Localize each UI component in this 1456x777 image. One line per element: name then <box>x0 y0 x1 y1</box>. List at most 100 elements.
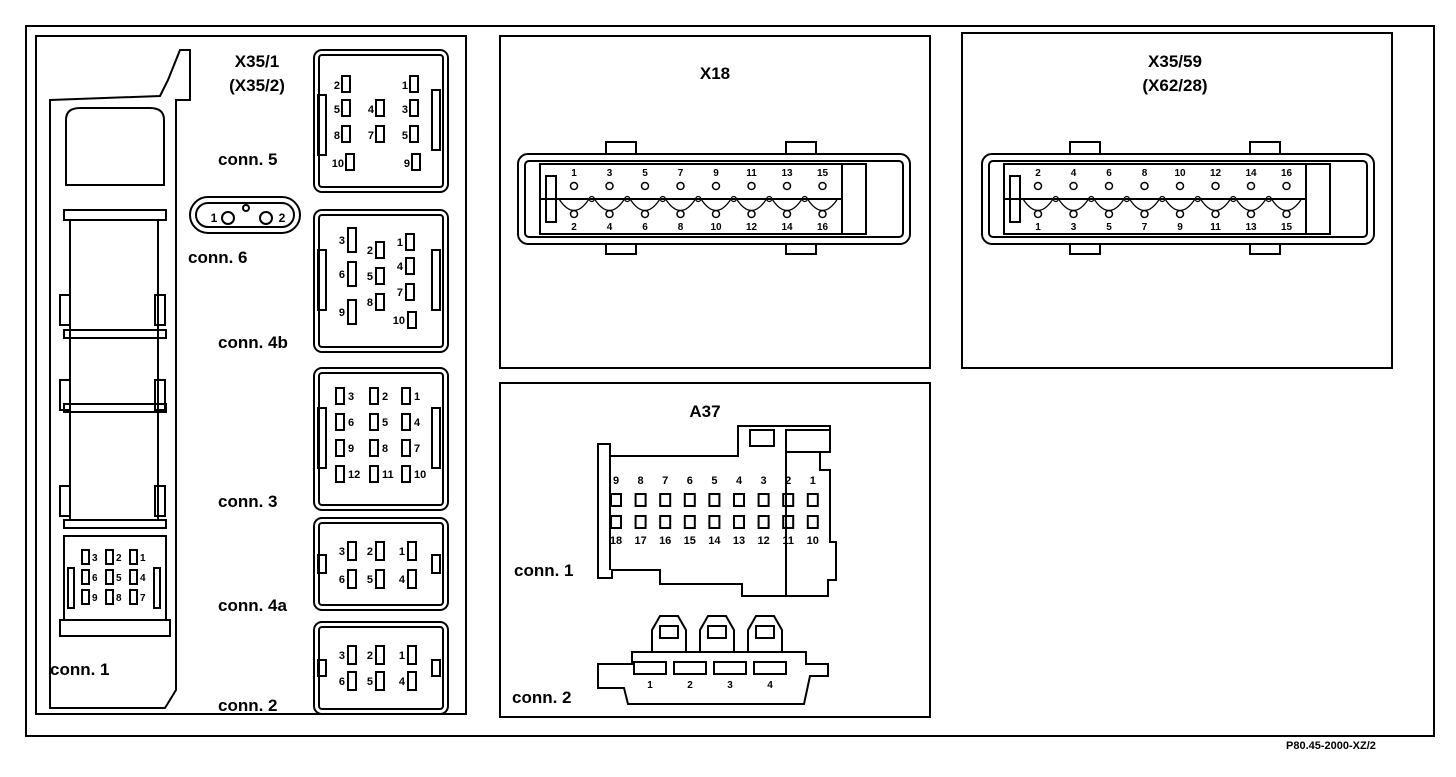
terminal-slot <box>755 625 775 639</box>
pin-slot <box>335 387 345 405</box>
keying-block <box>841 163 867 235</box>
pin-hole <box>1104 181 1114 191</box>
pin-slot <box>341 99 351 117</box>
pin-number: 12 <box>348 469 360 481</box>
pin-hole <box>242 204 250 212</box>
pin-slot <box>129 549 138 565</box>
pin-number: 8 <box>638 475 644 487</box>
pin-arc <box>1199 198 1232 212</box>
pin-number: 10 <box>393 315 405 327</box>
pin-number: 2 <box>367 650 373 662</box>
terminal-slot <box>659 625 679 639</box>
pin-number: 7 <box>662 475 668 487</box>
pin-number: 7 <box>678 168 684 179</box>
connector-housing <box>313 367 449 511</box>
pin-arc <box>1235 198 1267 212</box>
pin-number: 2 <box>1035 168 1041 179</box>
pin-arc <box>629 198 661 212</box>
pin-slot <box>105 549 114 565</box>
pin-number: 11 <box>746 168 757 179</box>
latch <box>1009 175 1021 223</box>
pin-slot <box>317 407 327 469</box>
pin-number: 8 <box>334 130 340 142</box>
locking-tab <box>1249 243 1281 255</box>
pin-slot <box>369 413 379 431</box>
pin-slot <box>401 387 411 405</box>
pin-slot <box>407 645 417 665</box>
pin-number: 18 <box>610 535 622 547</box>
pin-number: 7 <box>368 130 374 142</box>
locking-tab <box>605 243 637 255</box>
pin-number: 12 <box>757 535 769 547</box>
pin-slot <box>129 589 138 605</box>
connector-housing <box>597 425 837 597</box>
pin-slot <box>673 661 707 675</box>
pin-dot <box>1194 195 1201 203</box>
pin-slot <box>708 493 721 507</box>
pin-slot <box>407 541 417 561</box>
pin-dot <box>624 195 631 203</box>
locking-tab <box>1249 141 1281 155</box>
pin-slot <box>806 493 819 507</box>
pin-slot <box>347 299 357 325</box>
pin-slot <box>708 515 721 529</box>
pin-number: 1 <box>399 650 405 662</box>
pin-number: 5 <box>116 573 122 584</box>
pin-number: 8 <box>116 593 122 604</box>
pin-number: 7 <box>397 287 403 299</box>
pin-slot <box>375 241 385 259</box>
pin-number: 11 <box>782 535 794 547</box>
pin-number: 12 <box>1210 168 1222 179</box>
panel-x35-59 <box>961 32 1393 369</box>
pin-slot <box>683 515 696 529</box>
pin-hole <box>711 209 721 219</box>
pin-dot <box>659 195 666 203</box>
connector-housing <box>313 517 449 611</box>
pin-number: 17 <box>634 535 646 547</box>
pin-number: 1 <box>1035 222 1041 233</box>
x62-28-subtitle: (X62/28) <box>1142 76 1208 95</box>
latch <box>545 175 557 223</box>
panel-a37 <box>499 382 931 718</box>
pin-slot <box>431 89 441 151</box>
pin-slot <box>431 249 441 311</box>
terminal-tower <box>651 615 687 652</box>
pin-slot <box>375 671 385 691</box>
pin-number: 3 <box>339 650 345 662</box>
pin-slot <box>341 125 351 143</box>
pin-number: 10 <box>1174 168 1186 179</box>
pin-arc <box>1270 198 1303 212</box>
pin-hole <box>1246 209 1256 219</box>
pin-slot <box>81 569 90 585</box>
pin-number: 16 <box>817 222 829 233</box>
pin-slot <box>407 569 417 589</box>
connector-inner-wall <box>524 160 904 238</box>
pin-arc <box>558 198 590 212</box>
pin-number: 1 <box>399 546 405 558</box>
pin-slot <box>733 515 745 529</box>
pin-hole <box>747 209 756 219</box>
pin-dot <box>730 195 737 203</box>
pin-slot <box>347 671 357 691</box>
pin-arc <box>1057 198 1090 212</box>
pin-slot <box>105 569 114 585</box>
pin-hole <box>676 209 685 219</box>
pin-number: 3 <box>761 475 767 487</box>
pin-number: 1 <box>571 168 577 179</box>
pin-number: 12 <box>746 222 758 233</box>
terminal-slot <box>707 625 727 639</box>
pin-slot <box>375 293 385 311</box>
pin-number: 2 <box>571 222 577 233</box>
conn3-label: conn. 3 <box>218 492 278 511</box>
pin-slot <box>375 99 385 117</box>
pin-slot <box>409 99 419 117</box>
pin-number: 3 <box>348 391 354 403</box>
pin-slot <box>634 515 647 529</box>
pin-number: 11 <box>1210 222 1221 233</box>
pin-slot <box>659 515 672 529</box>
pin-number: 5 <box>367 271 373 283</box>
